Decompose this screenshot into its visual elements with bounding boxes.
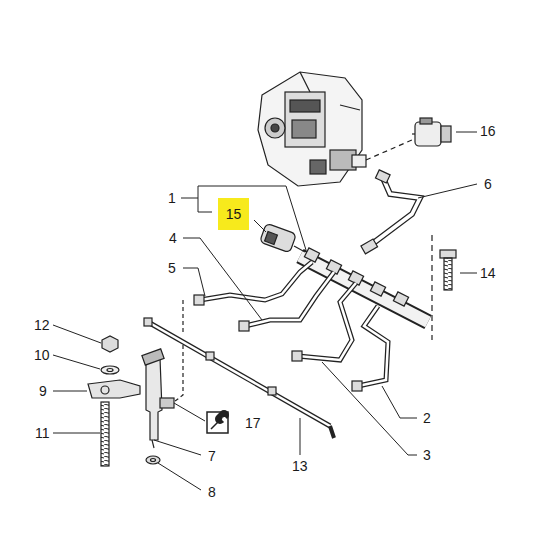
callout-number: 5 bbox=[168, 260, 176, 276]
pump bbox=[258, 72, 366, 186]
sensor-16 bbox=[412, 118, 451, 146]
injector bbox=[142, 349, 174, 448]
bolt-14 bbox=[440, 250, 456, 290]
callout-number: 12 bbox=[34, 317, 50, 333]
callout-number: 3 bbox=[423, 447, 431, 463]
leak-off-line bbox=[144, 300, 334, 438]
callout-number: 4 bbox=[169, 230, 177, 246]
callout-number: 6 bbox=[484, 176, 492, 192]
callout-number: 13 bbox=[292, 458, 308, 474]
callout-number: 17 bbox=[245, 415, 261, 431]
callout-number: 7 bbox=[208, 448, 216, 464]
callout-number: 10 bbox=[34, 347, 50, 363]
callout-number: 2 bbox=[423, 410, 431, 426]
pressure-sensor bbox=[260, 223, 305, 253]
callout-number: 16 bbox=[480, 123, 496, 139]
callout-number: 11 bbox=[35, 425, 50, 441]
callout-number: 15 bbox=[226, 206, 242, 222]
highlight-box: 15 bbox=[218, 198, 249, 230]
callout-number: 1 bbox=[168, 190, 176, 206]
callout-number: 8 bbox=[208, 484, 216, 500]
callout-number: 14 bbox=[480, 265, 496, 281]
callout-number: 9 bbox=[39, 383, 47, 399]
